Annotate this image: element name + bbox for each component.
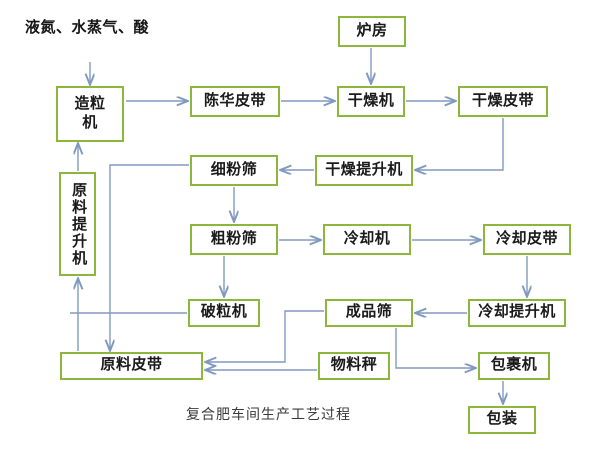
node-crusher[interactable]: 破粒机 [188, 299, 260, 327]
node-wrapping-machine[interactable]: 包裹机 [478, 352, 550, 380]
edge-product-sieve-to-wrapper [395, 328, 475, 368]
node-raw-material-elevator[interactable]: 原料提升机 [59, 172, 96, 276]
edge-dry-belt-to-dry-elevator [416, 118, 504, 170]
node-packing[interactable]: 包装 [468, 406, 536, 434]
node-granulator[interactable]: 造粒 机 [56, 86, 124, 142]
node-chenhua-belt[interactable]: 陈华皮带 [190, 86, 280, 117]
node-cooler[interactable]: 冷却机 [323, 224, 411, 255]
edge-fine-sieve-to-raw-belt [110, 164, 189, 350]
node-coarse-powder-sieve[interactable]: 粗粉筛 [190, 224, 278, 255]
node-cooling-belt[interactable]: 冷却皮带 [483, 224, 571, 255]
diagram-caption: 复合肥车间生产工艺过程 [186, 408, 351, 423]
node-dryer[interactable]: 干燥机 [337, 86, 405, 117]
node-fine-powder-sieve[interactable]: 细粉筛 [190, 155, 278, 186]
node-product-sieve[interactable]: 成品筛 [325, 299, 413, 327]
node-furnace[interactable]: 炉房 [338, 16, 406, 47]
node-granulator-line1: 造粒 [74, 96, 106, 113]
input-materials-label: 液氮、水蒸气、酸 [25, 20, 150, 36]
node-cooling-elevator[interactable]: 冷却提升机 [468, 299, 566, 327]
node-material-scale[interactable]: 物料秤 [318, 352, 390, 380]
node-raw-material-belt[interactable]: 原料皮带 [60, 352, 203, 380]
node-dry-elevator[interactable]: 干燥提升机 [315, 155, 413, 186]
node-dry-belt[interactable]: 干燥皮带 [458, 86, 548, 117]
node-granulator-line2: 机 [82, 115, 98, 131]
